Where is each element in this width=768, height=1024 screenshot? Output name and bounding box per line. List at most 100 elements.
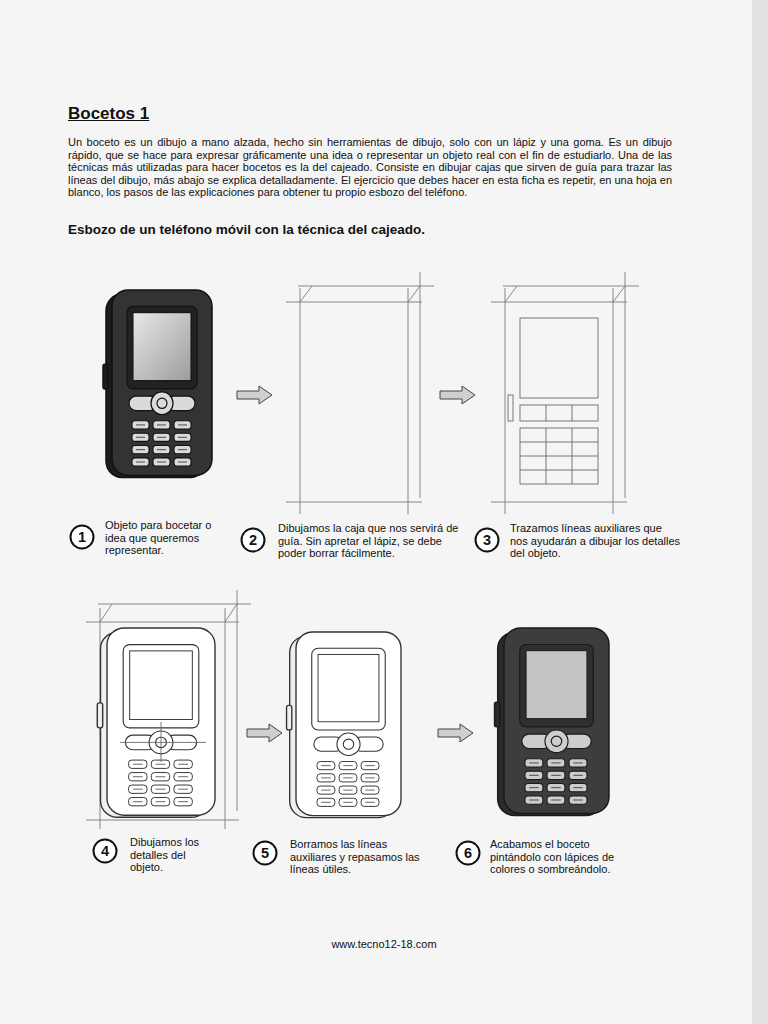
keypad-key bbox=[153, 458, 170, 466]
keypad-key bbox=[525, 784, 543, 792]
step-arrow bbox=[247, 724, 282, 742]
key-mark bbox=[136, 437, 145, 438]
keypad-key bbox=[174, 421, 191, 429]
key-mark bbox=[136, 462, 145, 463]
phone-body bbox=[504, 628, 609, 813]
keypad-key bbox=[174, 433, 191, 441]
guide-line bbox=[505, 288, 506, 514]
keypad-key bbox=[153, 433, 170, 441]
key-mark bbox=[133, 789, 143, 790]
keypad-key bbox=[525, 759, 543, 767]
key-mark bbox=[551, 787, 560, 788]
step-number: 3 bbox=[474, 527, 500, 553]
keypad-key bbox=[361, 786, 379, 794]
key-mark bbox=[156, 801, 166, 802]
keypad-key bbox=[339, 786, 357, 794]
keypad-key bbox=[569, 784, 587, 792]
keypad-key bbox=[132, 446, 149, 454]
guide-line bbox=[408, 288, 409, 514]
keypad-key bbox=[132, 433, 149, 441]
screen-frame bbox=[520, 644, 594, 726]
key-mark bbox=[573, 775, 582, 776]
key-mark bbox=[133, 776, 143, 777]
footer-url: www.tecno12-18.com bbox=[0, 938, 768, 951]
key-mark bbox=[178, 801, 188, 802]
nav-ring bbox=[545, 730, 568, 753]
guide-line bbox=[520, 456, 598, 457]
key-mark bbox=[529, 762, 538, 763]
keypad-key bbox=[153, 421, 170, 429]
guide-line bbox=[300, 286, 312, 302]
subheading: Esbozo de un teléfono móvil con la técni… bbox=[68, 222, 688, 238]
phone-body bbox=[112, 290, 212, 475]
key-mark bbox=[321, 802, 330, 803]
key-mark bbox=[573, 800, 582, 801]
guide-line bbox=[613, 288, 614, 514]
key-mark bbox=[343, 790, 352, 791]
keypad-key bbox=[174, 785, 192, 793]
key-mark bbox=[343, 777, 352, 778]
step-caption: Dibujamos los detalles del objeto. bbox=[130, 836, 218, 874]
keypad-key bbox=[129, 785, 147, 793]
callout-number: 2 bbox=[240, 527, 266, 553]
keypad-key bbox=[361, 798, 379, 806]
keypad-key bbox=[174, 773, 192, 781]
step-arrow bbox=[237, 386, 272, 404]
keypad-key bbox=[153, 446, 170, 454]
keypad-key bbox=[525, 771, 543, 779]
key-mark bbox=[529, 800, 538, 801]
screen-frame bbox=[123, 645, 199, 728]
guide-line bbox=[505, 286, 517, 302]
keypad-key bbox=[129, 773, 147, 781]
guide-box bbox=[286, 272, 434, 514]
guide-rect bbox=[508, 395, 513, 421]
phone-screen bbox=[130, 651, 193, 720]
keypad-key bbox=[547, 796, 565, 804]
key-mark bbox=[365, 777, 374, 778]
guide-line bbox=[86, 622, 239, 623]
guide-line bbox=[520, 470, 598, 471]
screen-frame bbox=[127, 306, 197, 388]
callout-number: 4 bbox=[92, 838, 118, 864]
screen-frame bbox=[312, 648, 386, 730]
guide-line bbox=[572, 405, 573, 421]
step-number: 2 bbox=[240, 527, 266, 553]
guide-line bbox=[420, 272, 421, 498]
scan-edge bbox=[752, 0, 768, 1024]
key-mark bbox=[178, 764, 188, 765]
key-mark bbox=[551, 762, 560, 763]
keypad-key bbox=[547, 759, 565, 767]
key-mark bbox=[365, 765, 374, 766]
keypad-key bbox=[547, 784, 565, 792]
keypad-key bbox=[317, 798, 335, 806]
keypad-key bbox=[151, 760, 169, 768]
keypad-key bbox=[339, 762, 357, 770]
phone-object bbox=[103, 290, 212, 477]
guide-rect bbox=[520, 405, 598, 421]
clean-sketch bbox=[287, 632, 401, 818]
side-button bbox=[97, 703, 102, 728]
guide-rect bbox=[520, 318, 598, 398]
page-title: Bocetos 1 bbox=[68, 104, 149, 124]
key-mark bbox=[157, 449, 166, 450]
guide-line bbox=[98, 604, 251, 605]
key-mark bbox=[157, 424, 166, 425]
step-caption: Objeto para bocetar o idea que queremos … bbox=[105, 519, 233, 557]
key-mark bbox=[551, 775, 560, 776]
keypad-key bbox=[151, 773, 169, 781]
side-button bbox=[103, 364, 108, 389]
phone-screen bbox=[526, 651, 587, 719]
keypad-key bbox=[174, 798, 192, 806]
side-button bbox=[495, 702, 500, 727]
guide-line bbox=[408, 286, 420, 302]
callout-number: 5 bbox=[252, 840, 278, 866]
guide-line bbox=[625, 272, 626, 498]
key-mark bbox=[136, 449, 145, 450]
step-number: 5 bbox=[252, 840, 278, 866]
phone-body bbox=[107, 628, 215, 815]
step-number: 4 bbox=[92, 838, 118, 864]
intro-paragraph: Un boceto es un dibujo a mano alzada, he… bbox=[68, 136, 672, 199]
keypad-key bbox=[339, 774, 357, 782]
key-mark bbox=[365, 790, 374, 791]
